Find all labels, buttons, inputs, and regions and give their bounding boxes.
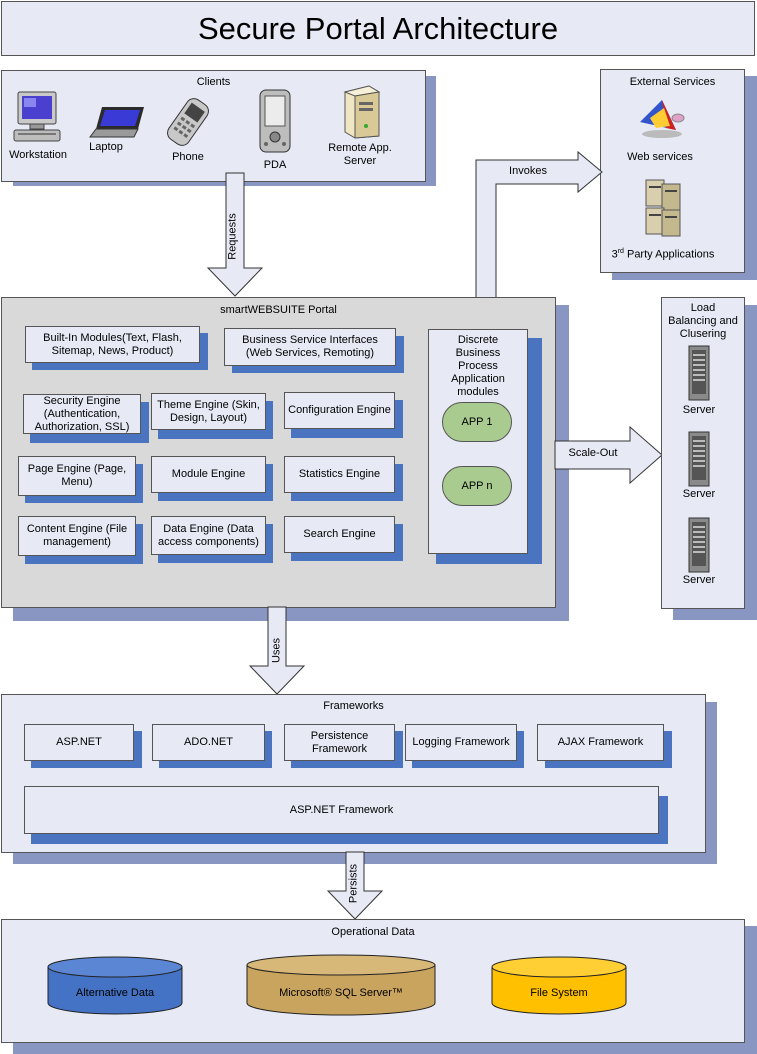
clients-title: Clients	[196, 76, 231, 88]
client-label-pda: PDA	[263, 159, 287, 171]
laptop-icon	[89, 107, 144, 138]
file-system-label: File System	[530, 987, 588, 999]
server-2-icon	[688, 431, 710, 487]
sql-server-db-icon	[246, 954, 436, 1016]
app-1-module: APP 1	[442, 402, 512, 442]
page-title: Secure Portal Architecture	[197, 10, 559, 46]
page-engine-box: Page Engine (Page, Menu)	[18, 456, 136, 496]
alternative-data-db-icon	[47, 956, 183, 1015]
logging-framework-box: Logging Framework	[405, 724, 517, 761]
adonet-box: ADO.NET	[152, 724, 265, 761]
phone-icon	[167, 98, 209, 146]
builtin-modules-box: Built-In Modules(Text, Flash, Sitemap, N…	[25, 326, 200, 363]
server-icon	[343, 85, 381, 139]
uses-label: Uses	[270, 637, 283, 664]
requests-label: Requests	[226, 213, 239, 260]
server-1-icon	[688, 345, 710, 401]
third-party-label: 3rd Party Applications	[611, 248, 715, 261]
operational-title: Operational Data	[331, 926, 415, 938]
persists-arrow	[326, 851, 384, 920]
invokes-label: Invokes	[509, 165, 547, 177]
alternative-data-label: Alternative Data	[75, 987, 155, 999]
title-banner: Secure Portal Architecture	[1, 1, 755, 56]
module-engine-box: Module Engine	[151, 456, 266, 493]
scale-out-arrow	[554, 425, 663, 485]
frameworks-title: Frameworks	[323, 700, 384, 712]
server-3-label: Server	[682, 574, 716, 586]
client-label-workstation: Workstation	[9, 149, 67, 161]
invokes-arrow	[475, 150, 603, 299]
discrete-modules-label: Discrete Business Process Application mo…	[451, 334, 505, 398]
search-engine-box: Search Engine	[284, 516, 395, 553]
server-2-label: Server	[682, 488, 716, 500]
data-engine-box: Data Engine (Data access components)	[151, 516, 266, 555]
web-services-icon	[640, 100, 685, 138]
ajax-framework-box: AJAX Framework	[537, 724, 664, 761]
requests-arrow	[206, 172, 264, 297]
content-engine-box: Content Engine (File management)	[18, 516, 136, 556]
aspnet-box: ASP.NET	[24, 724, 134, 761]
persists-label: Persists	[347, 863, 360, 904]
business-service-box: Business Service Interfaces (Web Service…	[224, 328, 396, 366]
external-title: External Services	[629, 76, 716, 88]
statistics-engine-box: Statistics Engine	[284, 456, 395, 493]
pda-icon	[259, 89, 291, 153]
persistence-framework-box: Persistence Framework	[284, 724, 395, 761]
client-label-remote-server: Remote App. Server	[328, 142, 392, 167]
server-3-icon	[688, 517, 710, 573]
sql-server-label: Microsoft® SQL Server™	[279, 987, 403, 999]
client-label-laptop: Laptop	[89, 141, 123, 153]
load-title: Load Balancing and Clusering	[668, 302, 738, 340]
external-panel: External Services	[600, 69, 745, 273]
security-engine-box: Security Engine (Authentication, Authori…	[23, 394, 141, 434]
server-1-label: Server	[682, 404, 716, 416]
workstation-icon	[13, 91, 61, 142]
web-services-label: Web services	[627, 151, 693, 163]
client-label-phone: Phone	[172, 151, 204, 163]
file-system-db-icon	[491, 956, 627, 1015]
configuration-engine-box: Configuration Engine	[284, 392, 395, 429]
theme-engine-box: Theme Engine (Skin, Design, Layout)	[151, 393, 266, 430]
uses-arrow	[248, 606, 306, 695]
portal-title: smartWEBSUITE Portal	[220, 304, 337, 316]
third-party-apps-icon	[645, 179, 681, 237]
scale-out-label: Scale-Out	[568, 447, 618, 459]
app-n-module: APP n	[442, 466, 512, 506]
aspnet-framework-box: ASP.NET Framework	[24, 786, 659, 834]
